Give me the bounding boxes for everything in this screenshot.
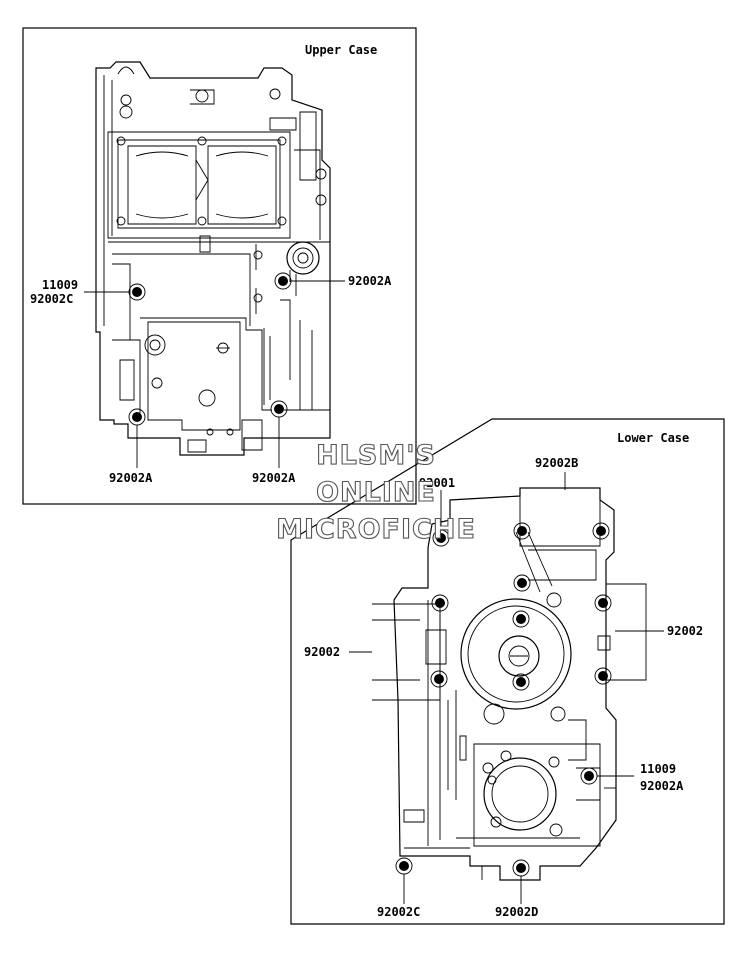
watermark-line-3: MICROFICHE xyxy=(276,514,476,545)
callout-92001-lower: 92001 xyxy=(419,476,455,490)
lower-crankcase-drawing xyxy=(372,487,647,881)
callout-11009-upper: 11009 xyxy=(42,278,78,292)
callout-92002a-upper-right: 92002A xyxy=(348,274,392,288)
upper-case-title: Upper Case xyxy=(305,43,377,57)
upper-case-frame xyxy=(22,27,417,505)
callout-92002c-upper: 92002C xyxy=(30,292,73,306)
callout-92002c-lower: 92002C xyxy=(377,905,420,919)
callout-92002a-lower: 92002A xyxy=(640,779,684,793)
callout-92002-lower-right: 92002 xyxy=(667,624,703,638)
lower-case-panel: Lower Case xyxy=(290,418,725,925)
callout-92002a-upper-bottom-left: 92002A xyxy=(109,471,153,485)
callout-92002d-lower: 92002D xyxy=(495,905,538,919)
callout-92002b-lower: 92002B xyxy=(535,456,578,470)
callout-92002-lower-left: 92002 xyxy=(304,645,340,659)
watermark: HLSM'S ONLINE MICROFICHE xyxy=(276,439,476,545)
upper-case-panel: Upper Case xyxy=(22,27,417,505)
upper-crankcase-drawing xyxy=(95,61,331,456)
watermark-line-2: ONLINE xyxy=(316,477,436,508)
callout-11009-lower: 11009 xyxy=(640,762,676,776)
lower-case-title: Lower Case xyxy=(617,431,689,445)
callout-92002a-upper-bottom-right: 92002A xyxy=(252,471,296,485)
watermark-line-1: HLSM'S xyxy=(316,440,436,471)
lower-case-frame xyxy=(290,418,725,925)
